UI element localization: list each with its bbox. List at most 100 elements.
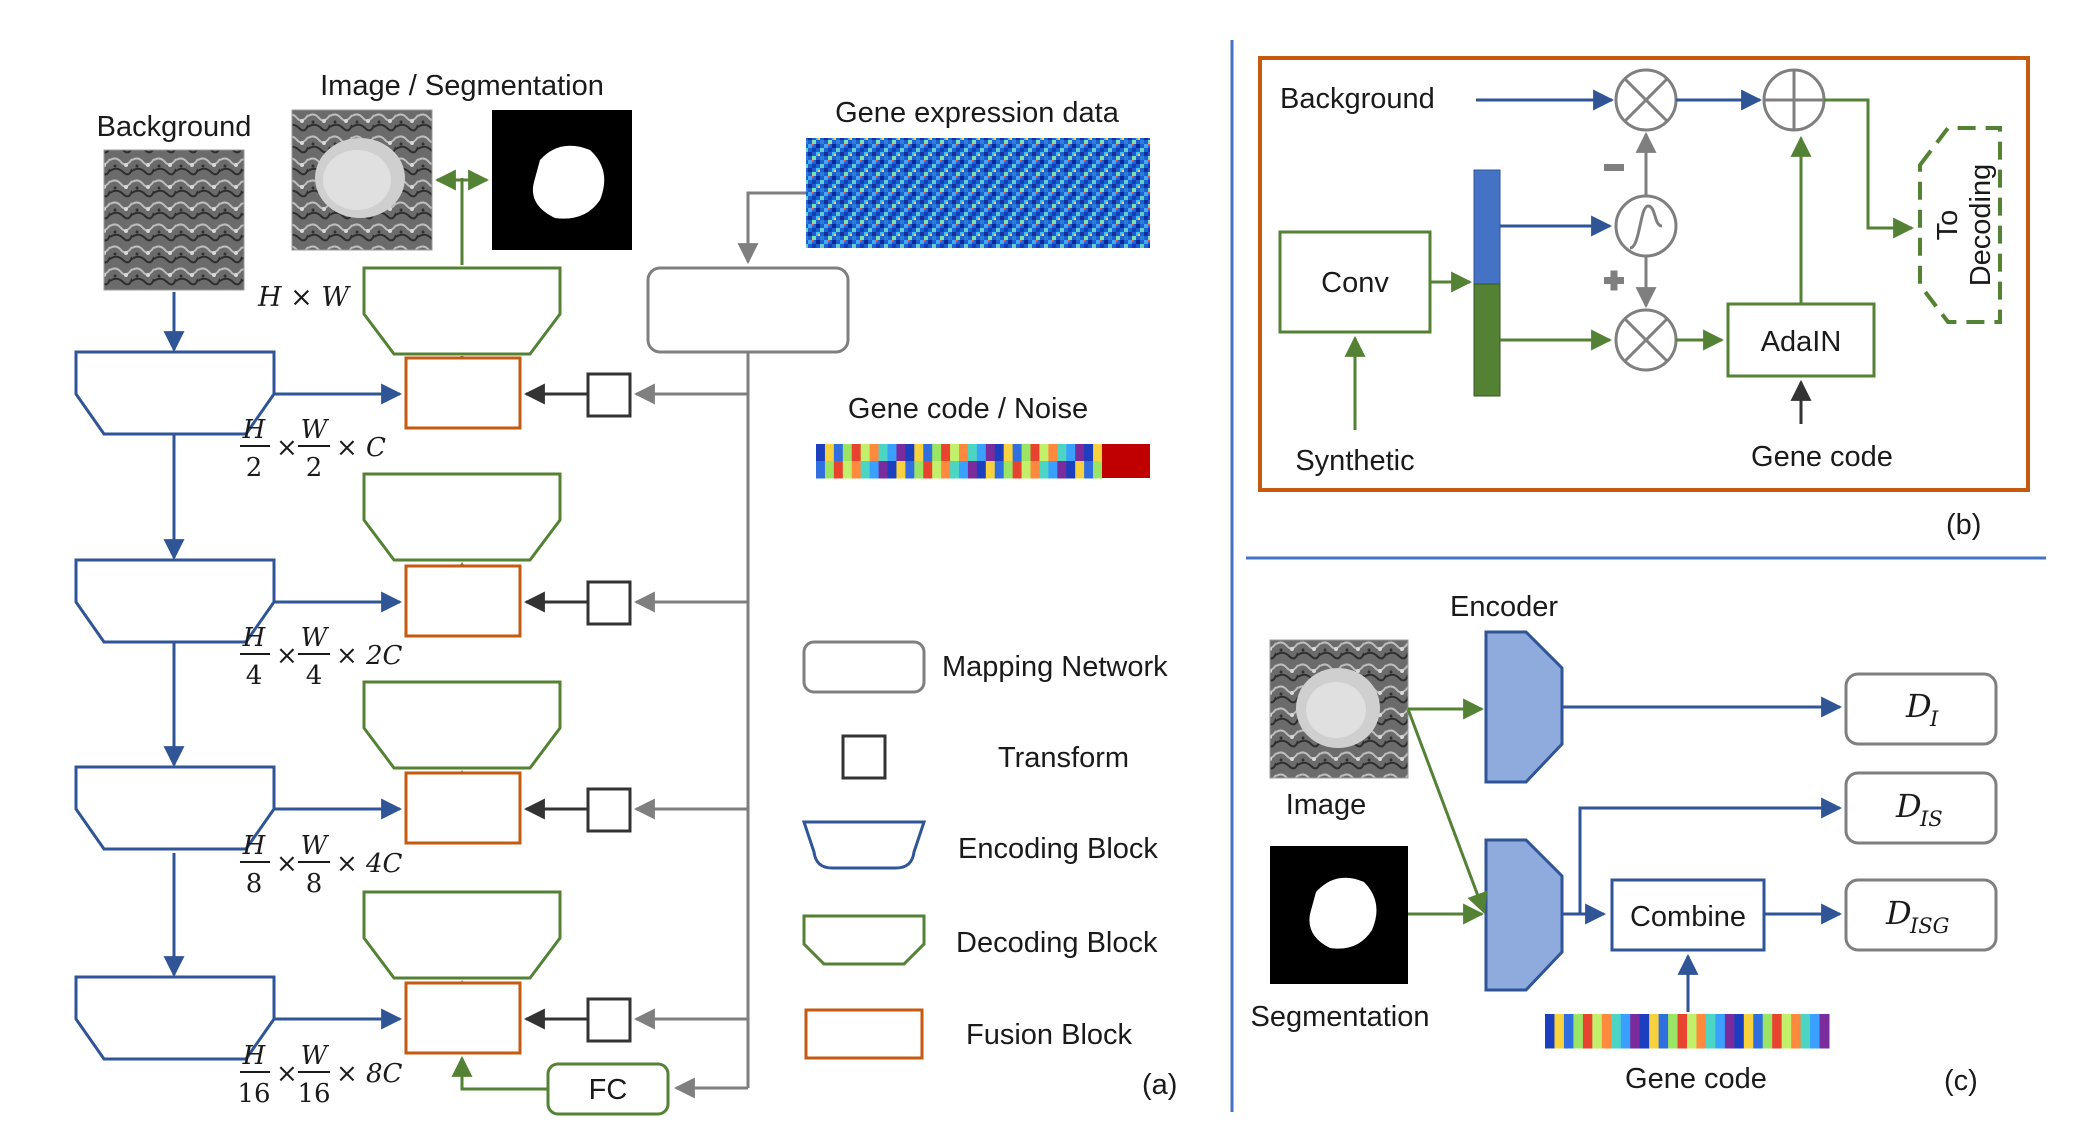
synthetic-label: Synthetic: [1295, 445, 1414, 477]
to-decoding-label-1: To: [1932, 210, 1964, 241]
legend-fusion-swatch: [804, 1008, 924, 1060]
b-gene-code-label: Gene code: [1751, 441, 1893, 473]
background-label: Background: [97, 111, 252, 143]
c-segmentation-label: Segmentation: [1251, 1001, 1430, 1033]
image-ct: [291, 109, 433, 251]
svg-text:16: 16: [237, 1079, 270, 1109]
svg-text:W: W: [301, 1041, 330, 1071]
plus-sign: [1604, 270, 1624, 291]
top-dim-label: H × W: [257, 282, 351, 313]
multiply-op-top: [1614, 68, 1678, 132]
fusion-block: [404, 771, 522, 845]
svg-text:16: 16: [297, 1079, 330, 1109]
svg-text:×: ×: [276, 849, 298, 879]
encoder-image: [1484, 630, 1564, 784]
dis-base: D: [1895, 787, 1922, 825]
svg-text:2C: 2C: [365, 641, 403, 671]
svg-text:×: ×: [336, 641, 358, 671]
panel-b-label: (b): [1946, 509, 1981, 541]
transform-square: [586, 372, 632, 418]
legend-mapping-swatch: [802, 640, 926, 694]
to-decoding-label-2: Decoding: [1965, 164, 1997, 287]
legend-decoding-swatch: [802, 914, 926, 966]
decoding-block: [362, 680, 562, 770]
add-op: [1762, 68, 1826, 132]
dim-label: H4×W4×2C: [240, 623, 403, 691]
panel-c-label: (c): [1944, 1065, 1978, 1097]
legend-transform-swatch: [841, 734, 887, 780]
fusion-block: [404, 981, 522, 1055]
b-background-label: Background: [1280, 83, 1435, 115]
svg-text:H: H: [242, 1041, 267, 1071]
svg-text:4: 4: [306, 661, 323, 691]
minus-sign: [1604, 164, 1624, 171]
svg-text:4C: 4C: [365, 849, 403, 879]
encoder-image-seg: [1484, 838, 1564, 992]
legend-encoding-swatch: [801, 820, 927, 870]
mapping-network-block: [646, 266, 850, 354]
svg-text:8: 8: [246, 869, 263, 899]
to-decoding-block: [1918, 126, 2002, 324]
svg-text:2: 2: [246, 453, 263, 483]
disg-base: D: [1885, 894, 1912, 932]
svg-text:W: W: [301, 831, 330, 861]
svg-text:×: ×: [336, 1059, 358, 1089]
c-gene-code-strip: [1545, 1014, 1830, 1049]
gene-code-noise-label: Gene code / Noise: [848, 393, 1088, 425]
image-seg-label: Image / Segmentation: [320, 70, 604, 102]
decoding-block: [362, 472, 562, 562]
add-to-decoding-arrow: [1824, 98, 1915, 239]
svg-text:W: W: [301, 623, 330, 653]
svg-text:×: ×: [276, 1059, 298, 1089]
disg-sub: ISG: [1909, 914, 1949, 938]
adain-block: [1726, 302, 1876, 378]
combine-label: Combine: [1630, 901, 1746, 933]
discriminator-dis: [1844, 771, 1998, 845]
legend-decoding-label: Decoding Block: [956, 927, 1158, 959]
legend-encoding-label: Encoding Block: [958, 833, 1158, 865]
background-ct-image: [103, 149, 245, 291]
multiply-op-bottom: [1614, 308, 1678, 372]
encoding-block: [74, 975, 276, 1061]
decoding-block: [362, 266, 562, 356]
svg-text:2: 2: [306, 453, 323, 483]
svg-text:8C: 8C: [366, 1059, 403, 1089]
decoding-block: [362, 890, 562, 980]
gene-code-noise-strip: [816, 444, 1150, 479]
svg-text:H: H: [242, 415, 267, 445]
segmentation-mask: [492, 110, 632, 250]
transform-square: [586, 997, 632, 1043]
dim-label: H2×W2×C: [240, 415, 386, 483]
panel-a-label: (a): [1142, 1069, 1177, 1101]
discriminator-disg: [1844, 878, 1998, 952]
svg-text:H: H: [242, 623, 267, 653]
svg-text:8: 8: [306, 869, 323, 899]
legend-mapping-label: Mapping Network: [942, 651, 1168, 683]
legend-transform-label: Transform: [998, 742, 1129, 774]
di-base: D: [1905, 687, 1932, 725]
c-image-label: Image: [1286, 789, 1367, 821]
gene-to-mapping-arrow: [737, 191, 806, 265]
conv-label: Conv: [1321, 267, 1389, 299]
image-to-encoder2-arrow: [1406, 708, 1488, 914]
dis-sub: IS: [1919, 807, 1943, 831]
gene-expression-heatmap: [806, 138, 1150, 248]
legend-fusion-label: Fusion Block: [966, 1019, 1133, 1051]
svg-text:H: H: [242, 831, 267, 861]
c-segmentation-mask: [1270, 846, 1408, 984]
di-sub: I: [1929, 707, 1939, 731]
split-bar-green: [1473, 283, 1501, 397]
fusion-block: [404, 356, 522, 430]
svg-text:×: ×: [336, 433, 358, 463]
fc-label: FC: [589, 1074, 628, 1106]
gene-expression-label: Gene expression data: [835, 97, 1120, 129]
svg-text:×: ×: [336, 849, 358, 879]
fusion-block: [404, 564, 522, 638]
encoding-block: [74, 350, 276, 436]
enc-to-dis-arrow: [1578, 797, 1843, 914]
svg-text:×: ×: [276, 641, 298, 671]
discriminator-di: [1844, 672, 1998, 746]
adain-label: AdaIN: [1761, 326, 1842, 358]
c-gene-code-label: Gene code: [1625, 1063, 1767, 1095]
